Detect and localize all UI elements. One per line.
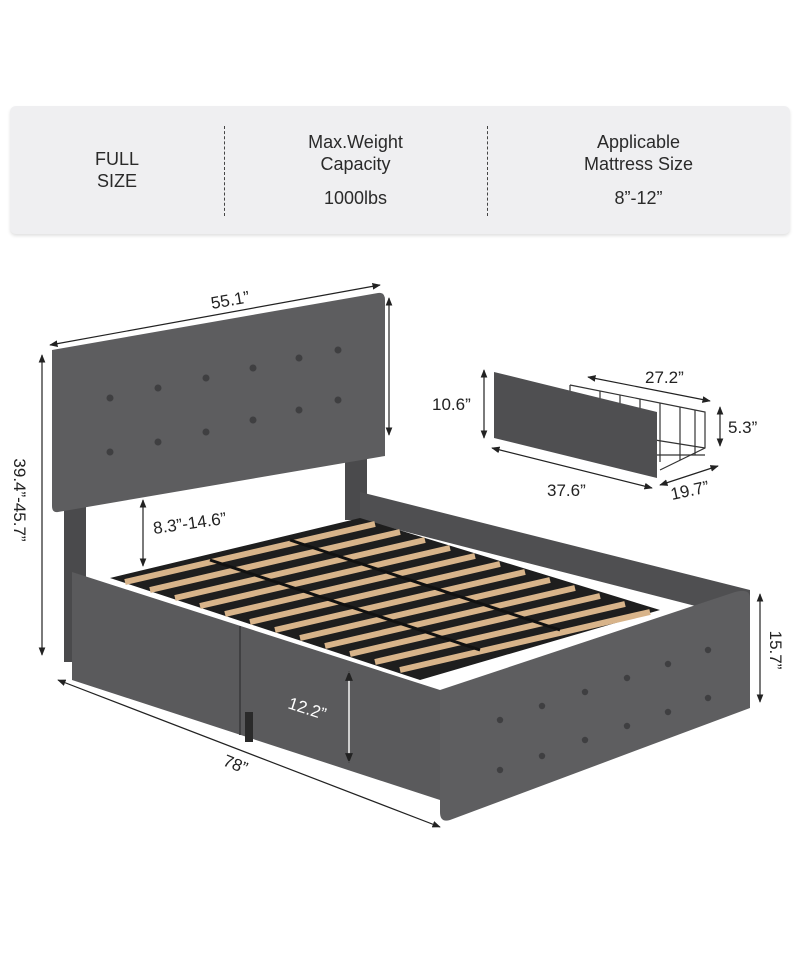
headboard-tufts	[106, 346, 342, 456]
drawer-depth-label: 19.7”	[669, 477, 711, 504]
weight-value: 1000lbs	[323, 188, 388, 208]
mattress-label-line2: Mattress Size	[583, 154, 694, 174]
size-line1: FULL	[94, 149, 139, 169]
footboard-tufts	[496, 646, 712, 774]
footboard	[440, 590, 750, 821]
spec-divider	[487, 126, 488, 216]
weight-label-line2: Capacity	[320, 154, 391, 174]
spec-divider	[224, 126, 225, 216]
bed-leg	[245, 712, 253, 742]
basket-length-label: 27.2”	[645, 368, 684, 387]
size-line2: SIZE	[96, 171, 137, 191]
headboard-adjust-label: 8.3”-14.6”	[152, 509, 228, 538]
drawer-front	[494, 372, 657, 478]
length-label: 78”	[221, 751, 251, 778]
dimension-lines	[38, 283, 764, 828]
spec-mattress: Applicable Mattress Size 8”-12”	[487, 106, 790, 234]
headboard	[52, 292, 385, 513]
total-height-label: 39.4”-45.7”	[10, 458, 29, 541]
mattress-label-line1: Applicable	[596, 132, 681, 152]
slats	[124, 521, 651, 673]
spec-size: FULL SIZE	[10, 106, 224, 234]
drawer-front-width-label: 37.6”	[547, 481, 586, 500]
footboard-height-label: 15.7”	[766, 631, 785, 670]
center-supports	[209, 538, 561, 652]
mattress-value: 8”-12”	[614, 188, 663, 208]
spec-weight: Max.Weight Capacity 1000lbs	[224, 106, 487, 234]
drawer-front-height-label: 10.6”	[432, 395, 471, 414]
spec-panel: FULL SIZE Max.Weight Capacity 1000lbs Ap…	[10, 106, 790, 234]
far-side-rail	[360, 492, 750, 620]
drawer-illustration	[494, 372, 706, 478]
weight-label-line1: Max.Weight	[308, 132, 403, 152]
basket-height-label: 5.3”	[728, 418, 758, 437]
